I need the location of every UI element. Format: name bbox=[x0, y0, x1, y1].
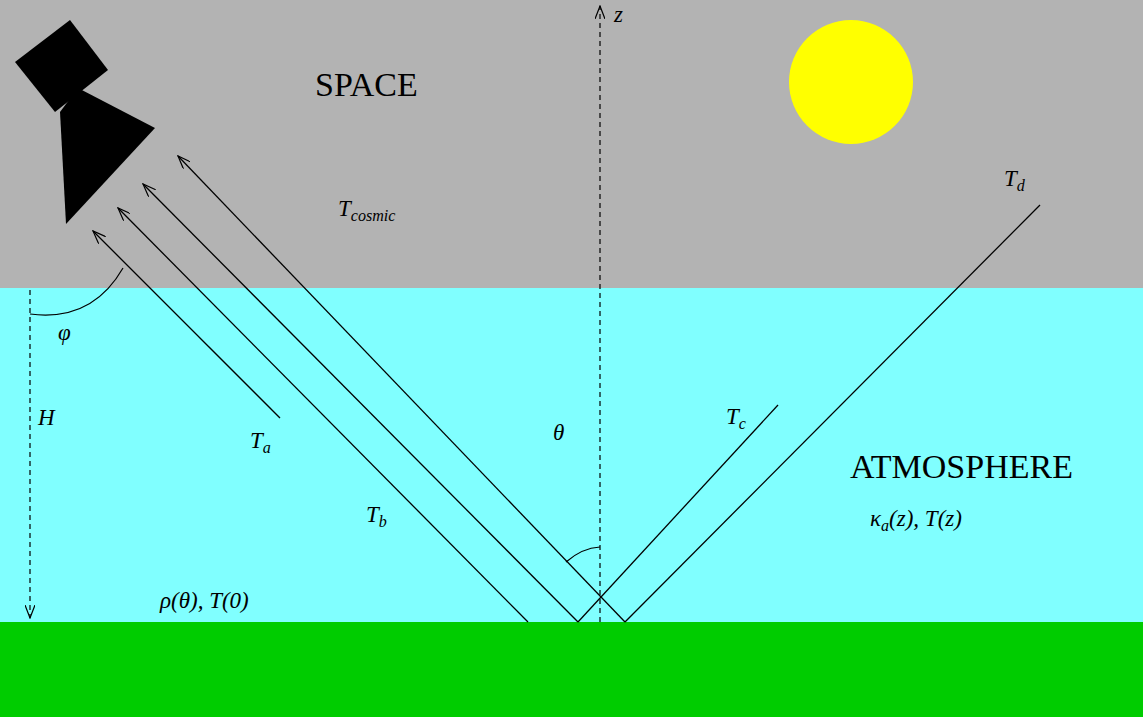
height-label: H bbox=[38, 405, 55, 430]
theta-arc bbox=[566, 547, 600, 562]
sun bbox=[789, 20, 913, 144]
angle-label: θ bbox=[553, 420, 564, 445]
temperature-label: Tcosmic bbox=[338, 196, 396, 221]
height-axis bbox=[29, 290, 30, 618]
angle-label: φ bbox=[58, 320, 71, 345]
ray-label: Ta bbox=[250, 428, 271, 453]
surface-label: ρ(θ), T(0) bbox=[160, 588, 249, 613]
axis-label: z bbox=[614, 2, 623, 27]
z-axis bbox=[599, 6, 600, 622]
atmosphere-region: ATMOSPHERE κa(z), T(z) bbox=[0, 288, 1143, 622]
ray-label: Td bbox=[1004, 166, 1025, 191]
phi-arc bbox=[30, 268, 123, 315]
ray-label: Tc bbox=[726, 404, 746, 429]
property-label: κa(z), T(z) bbox=[870, 506, 962, 531]
ray-label: Tb bbox=[366, 502, 387, 527]
space-band bbox=[0, 0, 1143, 288]
rays bbox=[93, 156, 1040, 622]
ground-band bbox=[0, 622, 1143, 717]
region-title: SPACE bbox=[315, 66, 418, 103]
region-title: ATMOSPHERE bbox=[850, 448, 1073, 485]
antenna bbox=[15, 20, 155, 224]
space-region: SPACE Tcosmic bbox=[0, 0, 1143, 288]
atmosphere-band bbox=[0, 288, 1143, 622]
